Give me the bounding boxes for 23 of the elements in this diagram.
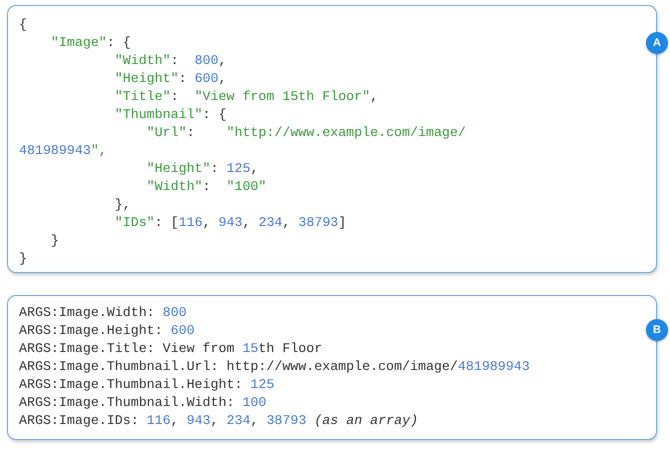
code-line: "Height": 125, xyxy=(146,160,258,178)
code-line: "Width": 800, xyxy=(114,52,227,70)
code-line: ARGS:Image.IDs: 116, 943, 234, 38793 (as an array) xyxy=(19,412,418,430)
code-line: "IDs": [116, 943, 234, 38793] xyxy=(114,214,346,232)
code-line: } xyxy=(19,250,27,268)
code-line: 481989943", xyxy=(19,142,107,160)
code-line: ARGS:Image.Title: View from 15th Floor xyxy=(19,340,322,358)
code-line: } xyxy=(50,232,59,250)
code-line: ARGS:Image.Thumbnail.Height: 125 xyxy=(19,376,274,394)
code-line: ARGS:Image.Width: 800 xyxy=(19,304,187,322)
code-line: "Url": "http://www.example.com/image/ xyxy=(146,124,466,142)
code-line: "Thumbnail": { xyxy=(114,106,226,124)
code-line: "Height": 600, xyxy=(114,70,227,88)
code-line: ARGS:Image.Height: 600 xyxy=(19,322,195,340)
code-line: "Width": "100" xyxy=(146,178,266,196)
letter-badge: B xyxy=(646,319,668,341)
code-line: ARGS:Image.Thumbnail.Width: 100 xyxy=(19,394,266,412)
code-line: ARGS:Image.Thumbnail.Url: http://www.example.com/image/481989943 xyxy=(19,358,530,376)
code-line: "Title": "View from 15th Floor", xyxy=(114,88,378,106)
code-line: }, xyxy=(114,196,131,214)
code-line: "Image": { xyxy=(50,34,131,52)
letter-badge: A xyxy=(646,32,668,54)
code-line: { xyxy=(19,16,27,34)
